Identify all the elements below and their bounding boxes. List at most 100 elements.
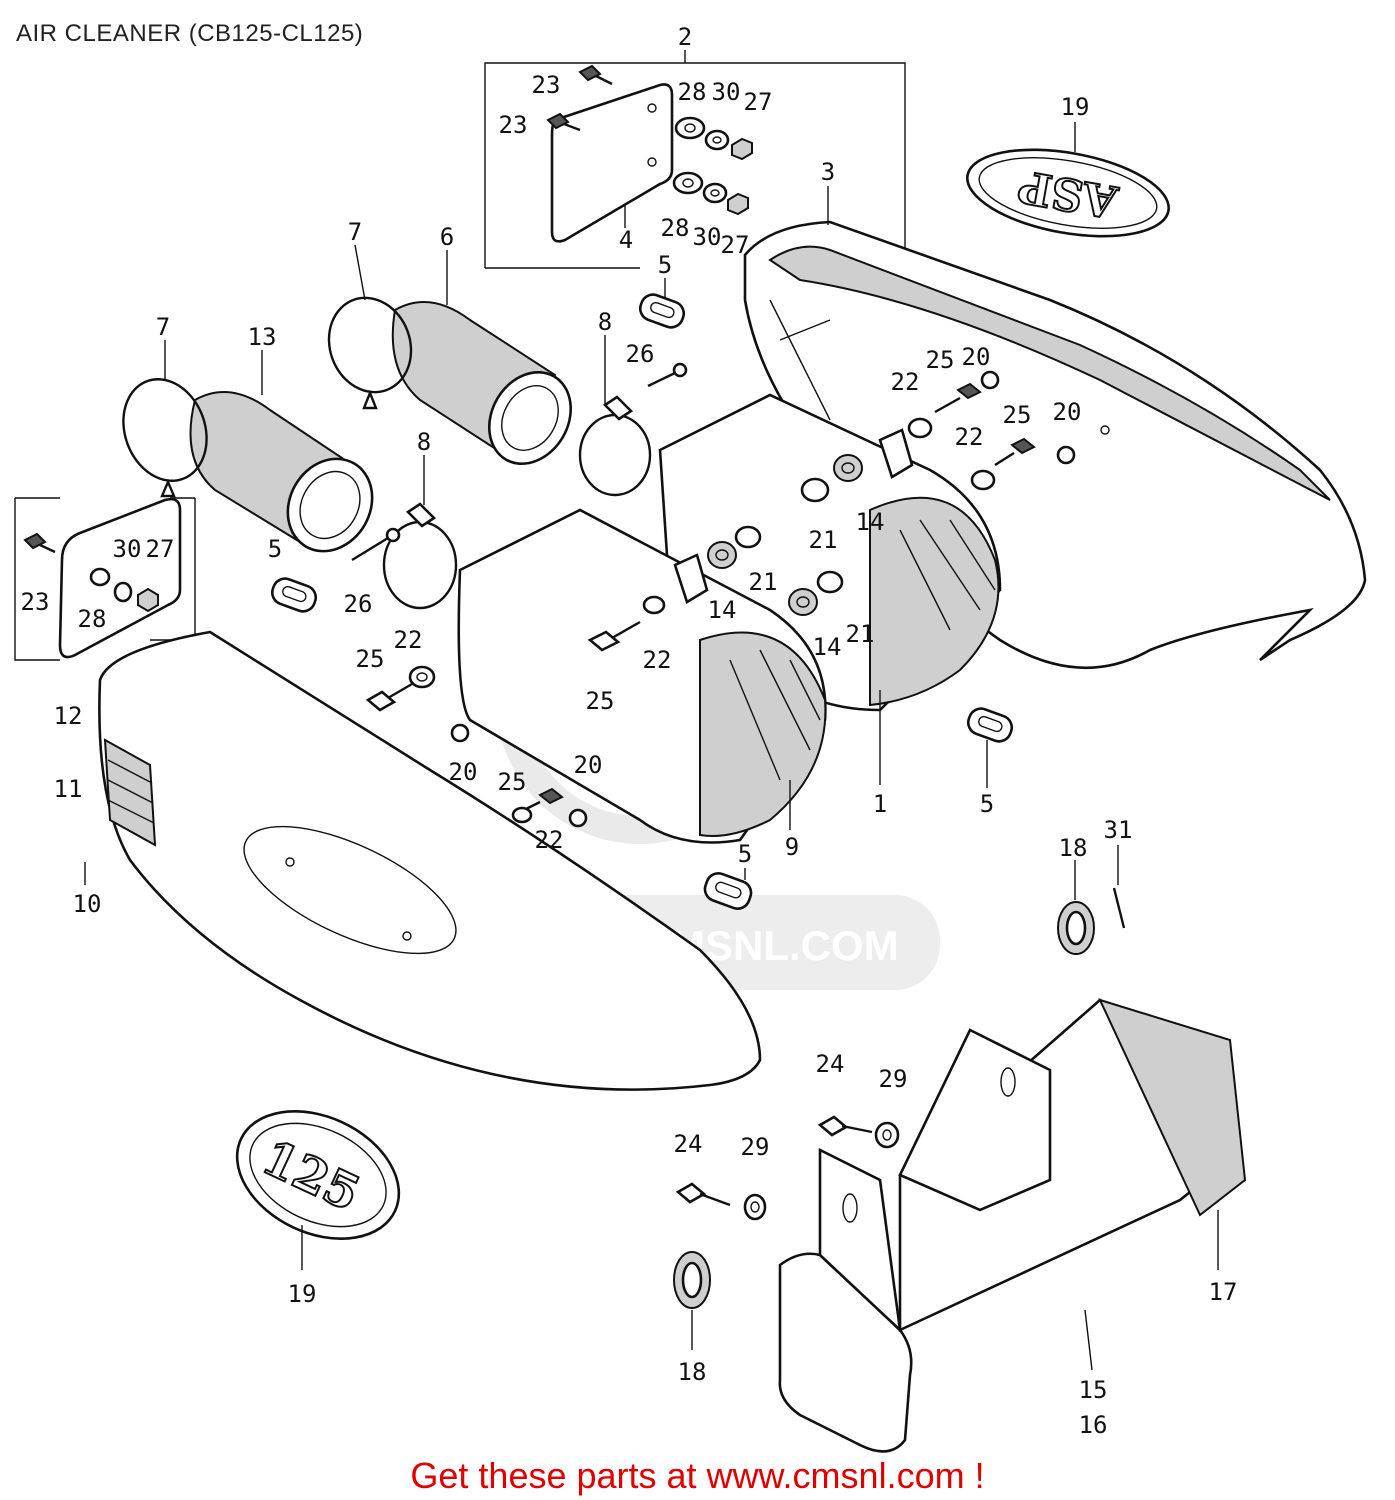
- callout-28-b: 28: [661, 214, 690, 242]
- grommet-14-b: [707, 541, 737, 569]
- callout-20-b: 20: [1053, 398, 1082, 426]
- emblem-19-top: ASP: [966, 148, 1170, 238]
- callout-18-b: 18: [678, 1358, 707, 1386]
- callout-5-a: 5: [658, 251, 672, 279]
- callout-31: 31: [1104, 816, 1133, 844]
- bolt-26-lower: [351, 527, 401, 562]
- callout-24-a: 24: [816, 1050, 845, 1078]
- grommet-5-a: [638, 293, 686, 329]
- callout-16: 16: [1079, 1411, 1108, 1439]
- callout-20-c: 20: [449, 758, 478, 786]
- lockwasher-20-a: [980, 370, 1000, 390]
- callout-21-a: 21: [809, 526, 838, 554]
- air-box-15-16: [778, 998, 1247, 1453]
- callout-25-e: 25: [498, 768, 527, 796]
- washer-22-b: [970, 469, 996, 491]
- lockwasher-20-d: [568, 808, 588, 828]
- callout-22-c: 22: [643, 646, 672, 674]
- hose-clamp-8-lower: [382, 502, 458, 610]
- callout-19-a: 19: [1061, 93, 1090, 121]
- callout-26-b: 26: [344, 590, 373, 618]
- emblem-19-bottom: 125: [235, 1110, 401, 1240]
- pin-31: [1112, 887, 1126, 929]
- bolt-25-d: [365, 682, 413, 712]
- grommet-5-d: [703, 872, 753, 910]
- callout-7-b: 7: [156, 313, 170, 341]
- side-cover-10: [98, 630, 762, 1091]
- callout-8-a: 8: [598, 308, 612, 336]
- washer-21-b: [734, 525, 762, 549]
- callout-22-a: 22: [891, 368, 920, 396]
- screw-23-top: [578, 64, 613, 86]
- washer-22-a: [907, 417, 933, 439]
- callout-14-c: 14: [813, 633, 842, 661]
- callout-21-b: 21: [749, 568, 778, 596]
- callout-4: 4: [619, 226, 633, 254]
- callout-5-b: 5: [268, 535, 282, 563]
- bolt-25-b: [994, 437, 1036, 467]
- callout-7-a: 7: [348, 218, 362, 246]
- washer-21-a: [800, 477, 830, 503]
- callout-23-b: 23: [499, 111, 528, 139]
- callout-19-b: 19: [288, 1280, 317, 1308]
- callout-30-b: 30: [693, 223, 722, 251]
- callout-21-c: 21: [846, 620, 875, 648]
- grommet-18-a: [1057, 901, 1095, 955]
- callout-28-c: 28: [78, 605, 107, 633]
- callout-27-c: 27: [146, 535, 175, 563]
- callout-6: 6: [440, 223, 454, 251]
- callout-27-b: 27: [721, 231, 750, 259]
- callout-29-a: 29: [879, 1065, 908, 1093]
- callout-11: 11: [54, 775, 83, 803]
- washer-22-d: [408, 665, 436, 689]
- callout-15: 15: [1079, 1376, 1108, 1404]
- callout-8-b: 8: [417, 428, 431, 456]
- callout-30-c: 30: [113, 535, 142, 563]
- lockwasher-20-b: [1056, 445, 1076, 465]
- washer-set-bottom: [672, 171, 749, 216]
- cover-plate-4: [550, 83, 674, 243]
- bolt-24-a: [817, 1115, 873, 1137]
- washer-22-c: [642, 595, 666, 615]
- grommet-14-a: [833, 454, 863, 482]
- lockwasher-20-c: [450, 723, 470, 743]
- callout-9: 9: [785, 833, 799, 861]
- callout-22-b: 22: [955, 423, 984, 451]
- cover-plate-12: [58, 497, 182, 659]
- callout-22-e: 22: [535, 826, 564, 854]
- callout-20-a: 20: [962, 343, 991, 371]
- leader-lines: [84, 122, 1219, 1371]
- callout-22-d: 22: [394, 626, 423, 654]
- callout-14-b: 14: [708, 596, 737, 624]
- screw-23-mid: [546, 112, 581, 132]
- bolt-26-upper: [647, 362, 688, 388]
- callout-27-a: 27: [744, 88, 773, 116]
- washer-21-c: [816, 570, 844, 594]
- callout-12: 12: [54, 702, 83, 730]
- clamp-7-upper: [327, 296, 413, 410]
- callout-18-a: 18: [1059, 834, 1088, 862]
- bolt-24-b: [675, 1182, 731, 1207]
- callout-2: 2: [678, 23, 692, 51]
- callout-17: 17: [1209, 1278, 1238, 1306]
- callout-23-a: 23: [532, 71, 561, 99]
- grommet-5-c: [966, 707, 1014, 743]
- callout-10: 10: [73, 890, 102, 918]
- callout-1: 1: [873, 790, 887, 818]
- callout-3: 3: [821, 158, 835, 186]
- page-title: AIR CLEANER (CB125-CL125): [16, 20, 364, 47]
- callout-5-c: 5: [980, 790, 994, 818]
- intake-tube-13: [189, 391, 374, 553]
- callout-labels: 2 23 23 28 30 27 28 30 27 4 19 3 7 6 5 8…: [21, 23, 1238, 1439]
- callout-25-c: 25: [356, 645, 385, 673]
- callout-28-a: 28: [678, 78, 707, 106]
- callout-14-a: 14: [856, 508, 885, 536]
- callout-25-d: 25: [586, 687, 615, 715]
- callout-23-c: 23: [21, 588, 50, 616]
- air-cleaner-element-9: [457, 508, 827, 844]
- footer-link[interactable]: Get these parts at www.cmsnl.com !: [410, 1455, 985, 1496]
- callout-13: 13: [248, 323, 277, 351]
- callout-24-b: 24: [674, 1130, 703, 1158]
- intake-tube-6: [391, 301, 573, 466]
